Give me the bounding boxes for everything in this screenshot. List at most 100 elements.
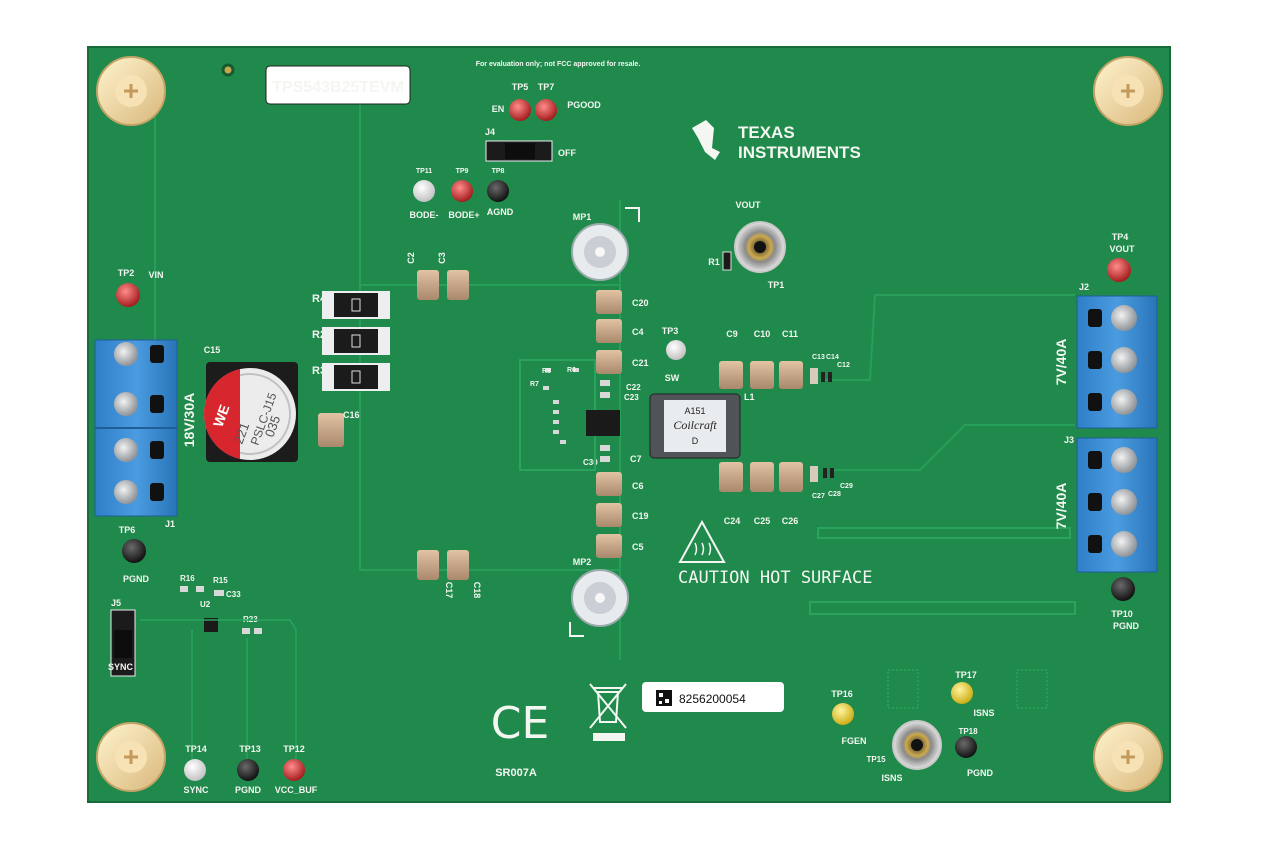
tp13-ref: TP13 bbox=[239, 744, 261, 754]
tp12-ref: TP12 bbox=[283, 744, 305, 754]
capacitor-c2 bbox=[417, 270, 439, 300]
test-point-tp5[interactable] bbox=[509, 99, 531, 121]
capacitor-c26 bbox=[779, 462, 803, 492]
tp18-label: PGND bbox=[967, 768, 994, 778]
mounting-hole bbox=[96, 56, 166, 126]
tp11-label: BODE- bbox=[410, 210, 439, 220]
test-point-tp18[interactable] bbox=[955, 736, 977, 758]
test-point-tp6[interactable] bbox=[122, 539, 146, 563]
c30-ref: C30 bbox=[583, 458, 598, 467]
c23-ref: C23 bbox=[624, 393, 639, 402]
terminal-block-j3[interactable] bbox=[1076, 437, 1158, 573]
j5-sync-label: SYNC bbox=[108, 662, 134, 672]
test-point-tp8[interactable] bbox=[487, 180, 509, 202]
capacitor-c4 bbox=[596, 319, 622, 343]
standoff-mp1 bbox=[571, 223, 629, 281]
r7-ref: R7 bbox=[530, 381, 539, 388]
c17-ref: C17 bbox=[444, 582, 454, 599]
c15-marking-3: 035 bbox=[262, 414, 284, 440]
capacitor-c20 bbox=[596, 290, 622, 314]
test-point-tp14[interactable] bbox=[184, 759, 206, 781]
tp18-ref: TP18 bbox=[958, 727, 978, 736]
j4-off-label: OFF bbox=[558, 148, 576, 158]
c20-ref: C20 bbox=[632, 298, 649, 308]
r6-ref: R6 bbox=[567, 367, 576, 374]
test-point-tp3[interactable] bbox=[666, 340, 686, 360]
inductor-marking-2: Coilcraft bbox=[673, 418, 717, 432]
terminal-block-j2[interactable] bbox=[1076, 295, 1158, 429]
resistor-r1 bbox=[722, 251, 732, 271]
j1-ref: J1 bbox=[165, 519, 175, 529]
resistor-r3 bbox=[322, 363, 390, 391]
tp7-ref: TP7 bbox=[538, 82, 555, 92]
trace-bar bbox=[809, 601, 1076, 615]
c24-ref: C24 bbox=[724, 516, 741, 526]
terminal-block-j1[interactable] bbox=[94, 339, 178, 517]
c16-ref: C16 bbox=[343, 410, 360, 420]
tp11-ref: TP11 bbox=[416, 168, 432, 175]
r1-ref: R1 bbox=[708, 257, 720, 267]
tp9-label: BODE+ bbox=[448, 210, 479, 220]
c26-ref: C26 bbox=[782, 516, 799, 526]
revision-label: SR007A bbox=[495, 767, 537, 779]
capacitor-c21 bbox=[596, 350, 622, 374]
qr-code-icon bbox=[656, 690, 672, 706]
l1-ref: L1 bbox=[744, 392, 755, 402]
test-point-tp7[interactable] bbox=[535, 99, 557, 121]
r8-ref: R8 bbox=[542, 368, 551, 375]
test-point-tp17[interactable] bbox=[951, 682, 973, 704]
capacitor-c10 bbox=[750, 361, 774, 389]
hot-surface-warning-icon bbox=[678, 519, 726, 563]
test-point-tp12[interactable] bbox=[283, 759, 305, 781]
test-point-tp16[interactable] bbox=[832, 703, 854, 725]
c27-ref: C27 bbox=[812, 493, 825, 500]
test-point-tp4[interactable] bbox=[1107, 258, 1131, 282]
capacitor-c3 bbox=[447, 270, 469, 300]
ti-logo: TEXAS INSTRUMENTS bbox=[692, 120, 861, 162]
c7-ref: C7 bbox=[630, 454, 642, 464]
c29-ref: C29 bbox=[840, 483, 853, 490]
capacitor-c11 bbox=[779, 361, 803, 389]
c15-marking-1: 221 bbox=[231, 421, 253, 447]
capacitor-c6 bbox=[596, 472, 622, 496]
ti-brand-line1: TEXAS bbox=[738, 123, 795, 142]
copper-planes bbox=[154, 100, 1075, 660]
capacitor-c24 bbox=[719, 462, 743, 492]
test-point-tp9[interactable] bbox=[451, 180, 473, 202]
c12-ref: C12 bbox=[837, 362, 850, 369]
c28-ref: C28 bbox=[828, 491, 841, 498]
capacitor-c9 bbox=[719, 361, 743, 389]
standoff-mp2 bbox=[571, 569, 629, 627]
tp5-label: EN bbox=[492, 104, 505, 114]
tp3-ref: TP3 bbox=[662, 326, 679, 336]
tp10-label: PGND bbox=[1113, 621, 1140, 631]
tp15-label: ISNS bbox=[881, 773, 902, 783]
c22-ref: C22 bbox=[626, 383, 641, 392]
serial-label-sticker bbox=[642, 682, 784, 712]
mp2-ref: MP2 bbox=[573, 557, 592, 567]
tp5-ref: TP5 bbox=[512, 82, 529, 92]
tp14-ref: TP14 bbox=[185, 744, 207, 754]
tp6-ref: TP6 bbox=[119, 525, 136, 535]
resistor-r2 bbox=[322, 327, 390, 355]
capacitor-c5 bbox=[596, 534, 622, 558]
mounting-hole bbox=[1093, 56, 1163, 126]
c14-ref: C14 bbox=[826, 354, 839, 361]
test-point-tp11[interactable] bbox=[413, 180, 435, 202]
c6-ref: C6 bbox=[632, 481, 644, 491]
resistor-r4 bbox=[322, 291, 390, 319]
test-point-tp10[interactable] bbox=[1111, 577, 1135, 601]
c4-ref: C4 bbox=[632, 327, 644, 337]
tp10-ref: TP10 bbox=[1111, 609, 1133, 619]
u2-ref: U2 bbox=[200, 600, 211, 609]
tp7-label: PGOOD bbox=[567, 100, 601, 110]
tp8-ref: TP8 bbox=[492, 168, 505, 175]
ti-brand-line2: INSTRUMENTS bbox=[738, 143, 861, 162]
tp9-ref: TP9 bbox=[456, 168, 469, 175]
tp1-label: VOUT bbox=[735, 200, 761, 210]
j5-ref: J5 bbox=[111, 598, 121, 608]
ce-mark: CE bbox=[491, 698, 550, 749]
test-point-tp13[interactable] bbox=[237, 759, 259, 781]
small-passives bbox=[543, 368, 610, 462]
test-point-tp2[interactable] bbox=[116, 283, 140, 307]
